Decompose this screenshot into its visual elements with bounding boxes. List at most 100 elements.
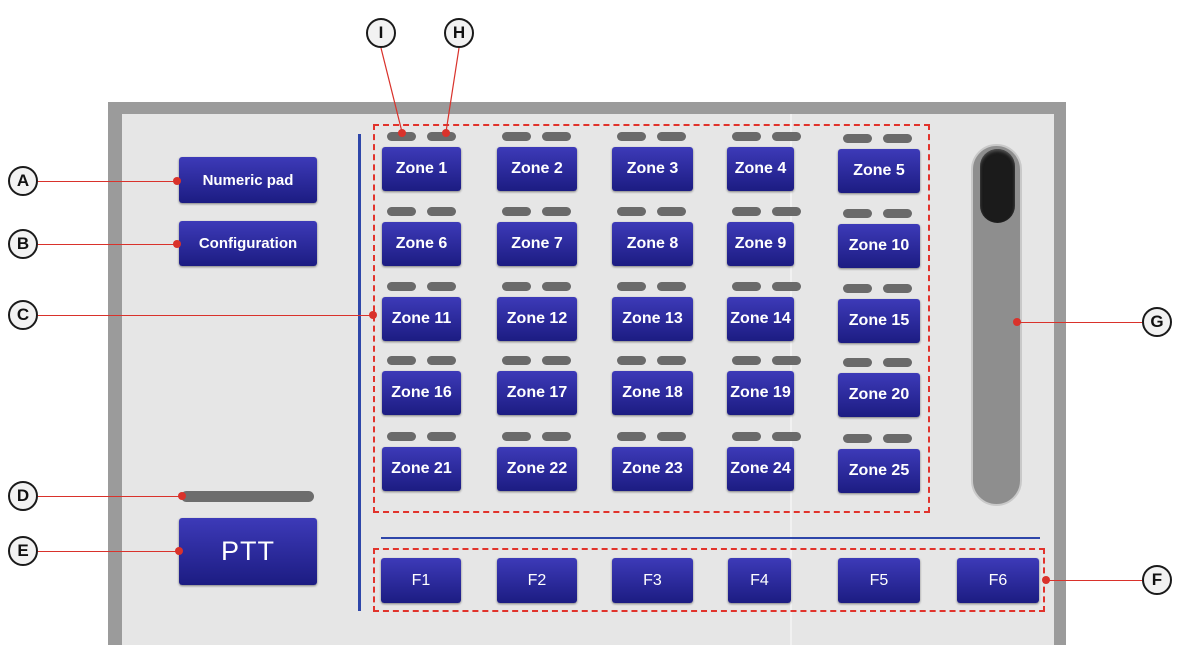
- callout-line-e: [38, 551, 179, 552]
- zone-button[interactable]: Zone 4: [727, 147, 794, 191]
- zone-button[interactable]: Zone 19: [727, 371, 794, 415]
- function-key-f1[interactable]: F1: [381, 558, 461, 603]
- function-key-f4[interactable]: F4: [728, 558, 791, 603]
- zone-led-right: [883, 358, 912, 367]
- function-key-f5[interactable]: F5: [838, 558, 920, 603]
- zone-button[interactable]: Zone 24: [727, 447, 794, 491]
- zone-group-outline: [373, 124, 930, 513]
- zone-button[interactable]: Zone 7: [497, 222, 577, 266]
- callout-f: F: [1142, 565, 1172, 595]
- zone-led-right: [772, 432, 801, 441]
- zone-button[interactable]: Zone 2: [497, 147, 577, 191]
- zone-led-right: [427, 356, 456, 365]
- zone-led-right: [657, 282, 686, 291]
- zone-led-right: [427, 282, 456, 291]
- zone-button[interactable]: Zone 16: [382, 371, 461, 415]
- zone-led-left: [843, 358, 872, 367]
- zone-led-right: [542, 207, 571, 216]
- zone-led-right: [657, 356, 686, 365]
- zone-led-left: [502, 132, 531, 141]
- callout-b: B: [8, 229, 38, 259]
- zone-led-right: [772, 356, 801, 365]
- callout-h: H: [444, 18, 474, 48]
- zone-led-right: [772, 207, 801, 216]
- zone-led-right: [657, 132, 686, 141]
- zone-led-left: [732, 132, 761, 141]
- zone-button[interactable]: Zone 17: [497, 371, 577, 415]
- function-key-f3[interactable]: F3: [612, 558, 693, 603]
- zone-led-right: [542, 356, 571, 365]
- vertical-divider: [358, 134, 361, 611]
- zone-button[interactable]: Zone 15: [838, 299, 920, 343]
- zone-button[interactable]: Zone 22: [497, 447, 577, 491]
- zone-button[interactable]: Zone 12: [497, 297, 577, 341]
- callout-dot-a: [173, 177, 181, 185]
- function-key-outline: [373, 548, 1045, 612]
- volume-slider-thumb[interactable]: [980, 149, 1015, 223]
- zone-led-left: [502, 282, 531, 291]
- numeric-pad-button[interactable]: Numeric pad: [179, 157, 317, 203]
- zone-button[interactable]: Zone 11: [382, 297, 461, 341]
- callout-i: I: [366, 18, 396, 48]
- zone-led-right: [542, 132, 571, 141]
- zone-led-left: [843, 284, 872, 293]
- callout-line-c: [38, 315, 373, 316]
- callout-line-d: [38, 496, 182, 497]
- zone-led-left: [617, 356, 646, 365]
- zone-led-left: [843, 434, 872, 443]
- zone-button[interactable]: Zone 25: [838, 449, 920, 493]
- callout-dot-f: [1042, 576, 1050, 584]
- callout-dot-g: [1013, 318, 1021, 326]
- function-key-f2[interactable]: F2: [497, 558, 577, 603]
- callout-dot-d: [178, 492, 186, 500]
- status-indicator-bar: [181, 491, 314, 502]
- zone-led-left: [732, 207, 761, 216]
- zone-led-right: [542, 282, 571, 291]
- zone-button[interactable]: Zone 3: [612, 147, 693, 191]
- zone-button[interactable]: Zone 18: [612, 371, 693, 415]
- zone-button[interactable]: Zone 1: [382, 147, 461, 191]
- zone-button[interactable]: Zone 21: [382, 447, 461, 491]
- zone-button[interactable]: Zone 13: [612, 297, 693, 341]
- ptt-button[interactable]: PTT: [179, 518, 317, 585]
- function-key-f6[interactable]: F6: [957, 558, 1039, 603]
- zone-led-left: [732, 432, 761, 441]
- zone-led-left: [732, 282, 761, 291]
- zone-button[interactable]: Zone 10: [838, 224, 920, 268]
- callout-line-b: [38, 244, 177, 245]
- zone-led-left: [732, 356, 761, 365]
- zone-button[interactable]: Zone 6: [382, 222, 461, 266]
- callout-g: G: [1142, 307, 1172, 337]
- callout-dot-e: [175, 547, 183, 555]
- callout-dot-b: [173, 240, 181, 248]
- zone-led-left: [617, 432, 646, 441]
- zone-led-right: [657, 207, 686, 216]
- zone-button[interactable]: Zone 5: [838, 149, 920, 193]
- configuration-button[interactable]: Configuration: [179, 221, 317, 266]
- zone-button[interactable]: Zone 8: [612, 222, 693, 266]
- zone-led-right: [883, 134, 912, 143]
- zone-button[interactable]: Zone 14: [727, 297, 794, 341]
- zone-button[interactable]: Zone 23: [612, 447, 693, 491]
- zone-led-right: [427, 132, 456, 141]
- callout-d: D: [8, 481, 38, 511]
- zone-led-right: [883, 434, 912, 443]
- zone-led-right: [427, 432, 456, 441]
- zone-led-left: [387, 207, 416, 216]
- horizontal-divider: [381, 537, 1040, 539]
- zone-button[interactable]: Zone 9: [727, 222, 794, 266]
- callout-line-a: [38, 181, 177, 182]
- callout-a: A: [8, 166, 38, 196]
- zone-led-right: [883, 209, 912, 218]
- zone-button[interactable]: Zone 20: [838, 373, 920, 417]
- zone-led-left: [617, 282, 646, 291]
- zone-led-right: [883, 284, 912, 293]
- callout-line-g: [1017, 322, 1142, 323]
- zone-led-left: [617, 132, 646, 141]
- zone-led-left: [617, 207, 646, 216]
- zone-led-left: [843, 209, 872, 218]
- zone-led-right: [772, 132, 801, 141]
- callout-dot-c: [369, 311, 377, 319]
- zone-led-left: [502, 207, 531, 216]
- zone-led-left: [843, 134, 872, 143]
